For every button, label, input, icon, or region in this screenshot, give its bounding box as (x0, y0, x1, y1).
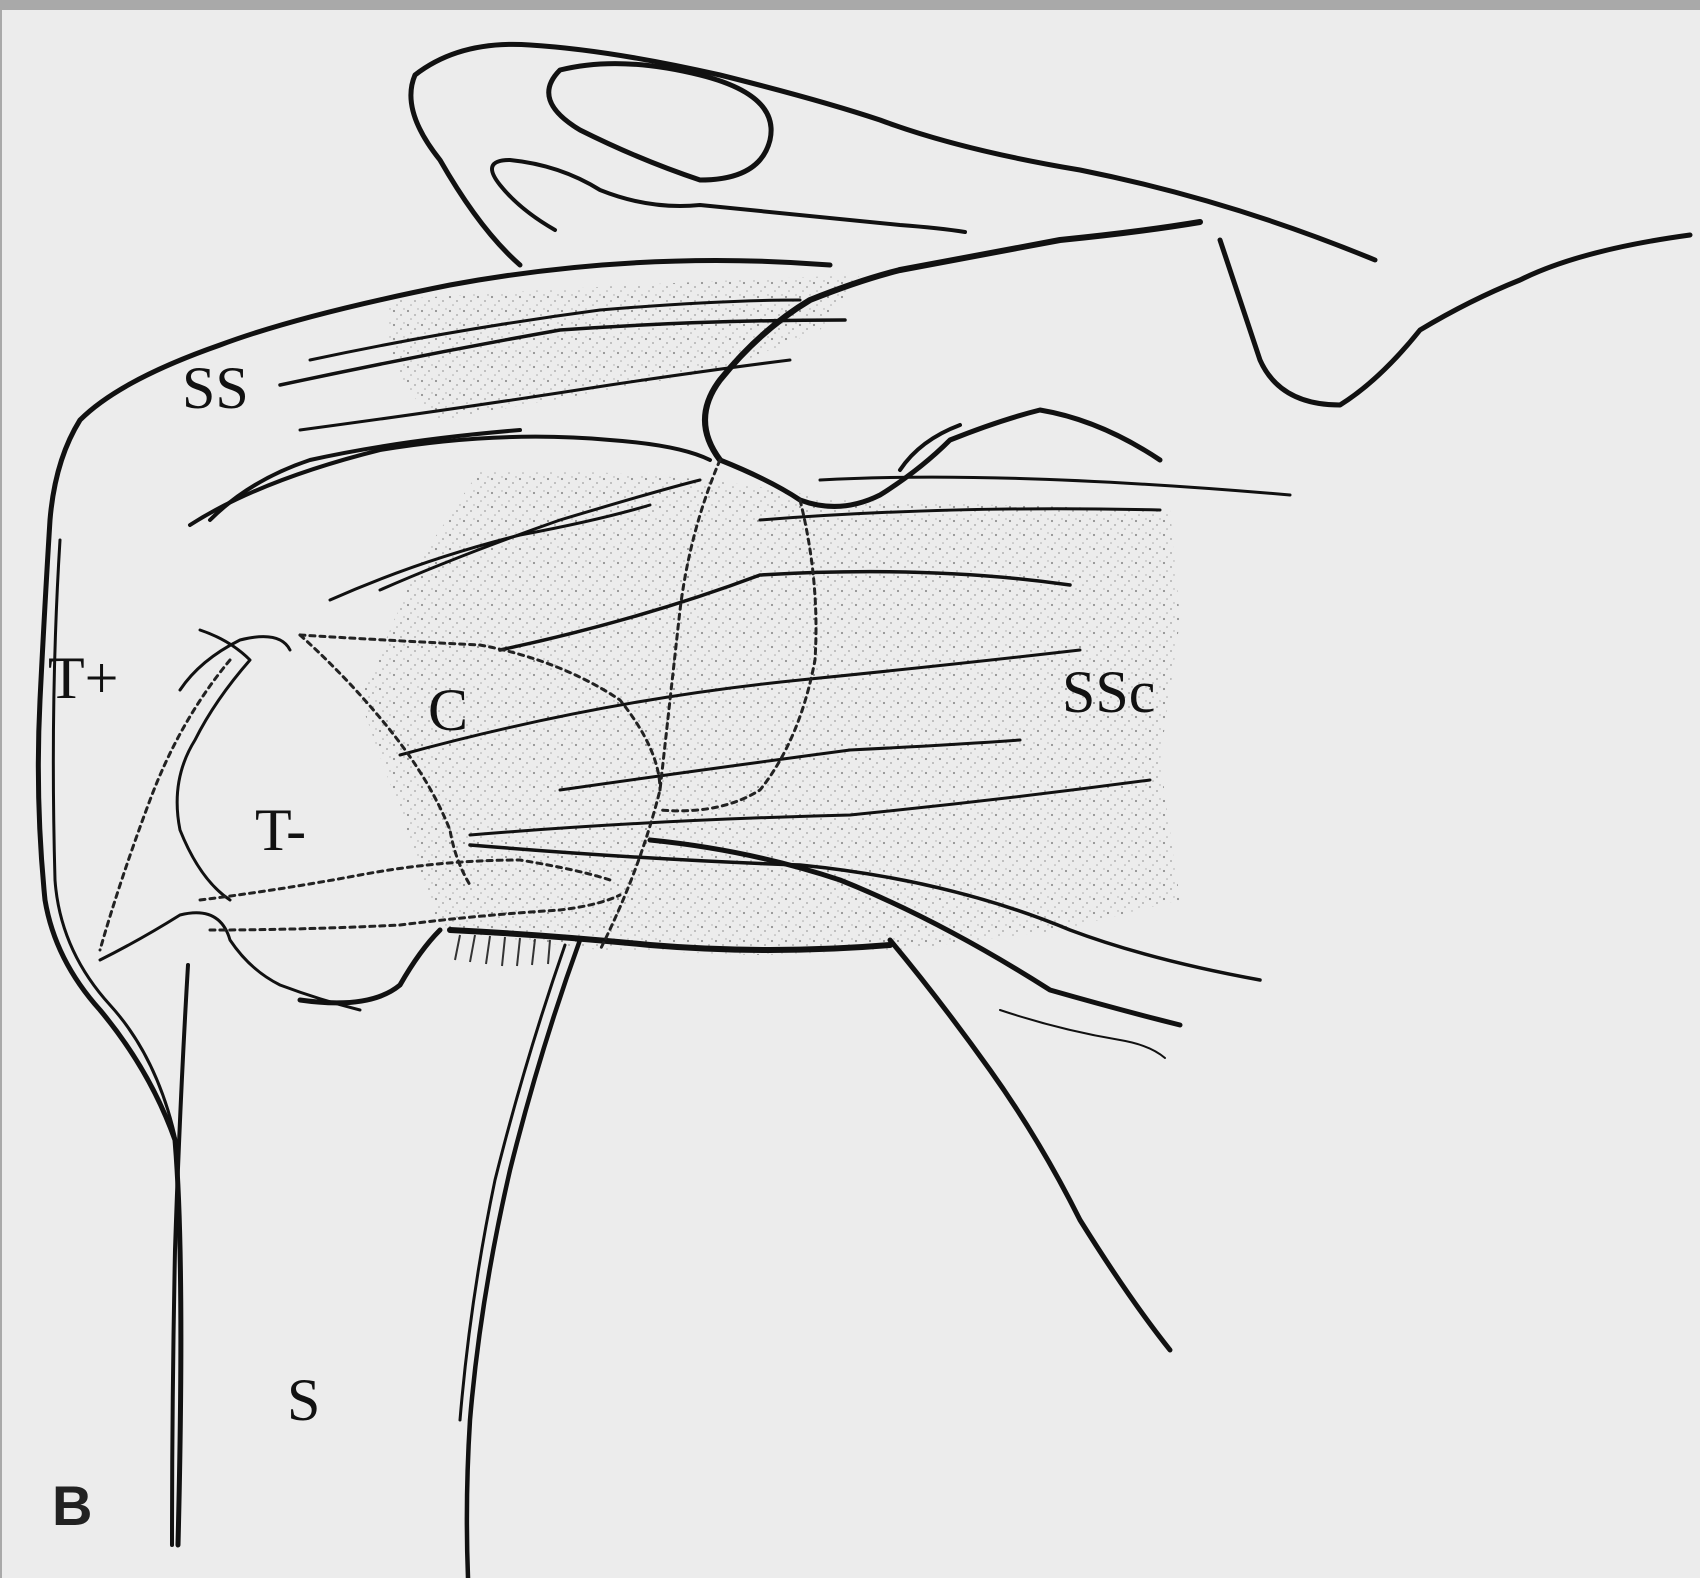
label-ss: SS (182, 358, 249, 418)
label-c: C (428, 680, 468, 740)
label-ssc: SSc (1062, 662, 1155, 722)
label-t-minus: T- (255, 800, 306, 860)
panel-letter: B (52, 1478, 92, 1534)
label-s: S (287, 1370, 320, 1430)
label-t-plus: T+ (48, 648, 119, 708)
